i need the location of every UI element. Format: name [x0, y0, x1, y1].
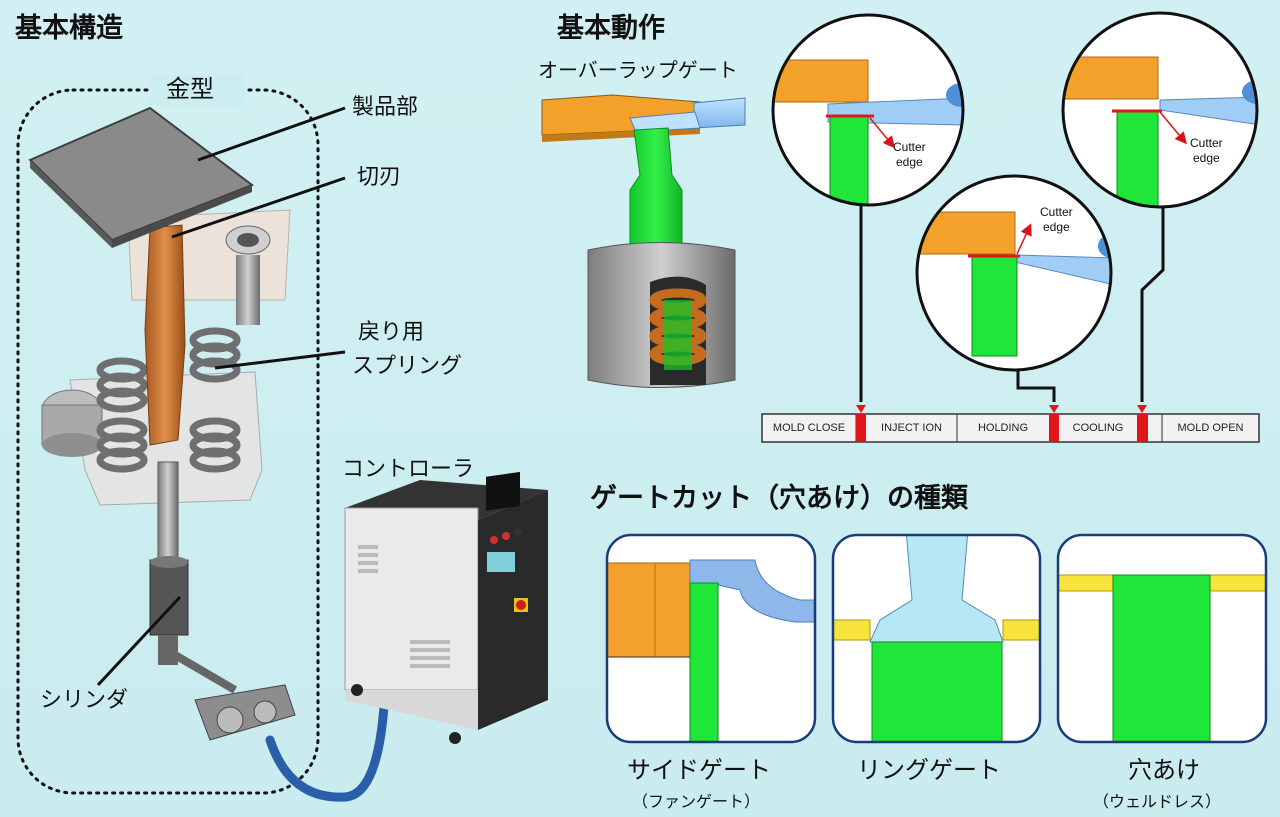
structure-leader-lines	[96, 106, 346, 687]
structure-title: 基本構造	[15, 13, 123, 44]
type-hole-name: 穴あけ	[1128, 756, 1200, 784]
type-side-gate-sub: （ファンゲート）	[632, 792, 761, 811]
overlap-gate-label: オーバーラップゲート	[538, 58, 738, 82]
type-ring-gate-name: リングゲート	[857, 756, 1001, 784]
timeline-injection: INJECT ION	[881, 422, 942, 434]
mold-block-drawing	[28, 106, 390, 802]
mold-label: 金型	[166, 75, 214, 103]
overlap-gate-drawing	[541, 94, 746, 388]
detail-circle-3	[1061, 11, 1259, 209]
controller-drawing	[344, 471, 548, 744]
operation-title: 基本動作	[557, 13, 665, 44]
cylinder-label: シリンダ	[40, 688, 129, 713]
type-side-gate-name: サイドゲート	[627, 756, 771, 784]
mold-outline	[16, 74, 320, 795]
types-title: ゲートカット（穴あけ）の種類	[590, 483, 968, 514]
timeline-bar	[761, 413, 1260, 443]
blade-label: 切刃	[357, 165, 402, 190]
timeline-markers	[856, 405, 1147, 413]
timeline-mold-close: MOLD CLOSE	[772, 422, 846, 434]
timeline-cooling: COOLING	[1072, 422, 1124, 434]
type-panel-side-gate	[605, 533, 817, 744]
timeline-mold-open: MOLD OPEN	[1177, 422, 1244, 434]
detail-circle-1	[771, 13, 965, 207]
type-panel-ring-gate	[831, 533, 1042, 744]
timeline-connectors	[859, 205, 1165, 402]
controller-label: コントローラ	[342, 457, 475, 482]
spring-label-line1: 戻り用	[358, 320, 425, 345]
detail-circle-2	[915, 174, 1113, 372]
type-panel-hole	[1056, 533, 1268, 744]
spring-label-line2: スプリング	[352, 354, 463, 379]
type-hole-sub: （ウェルドレス）	[1093, 792, 1222, 811]
timeline-holding: HOLDING	[977, 422, 1029, 434]
product-label: 製品部	[352, 95, 419, 120]
